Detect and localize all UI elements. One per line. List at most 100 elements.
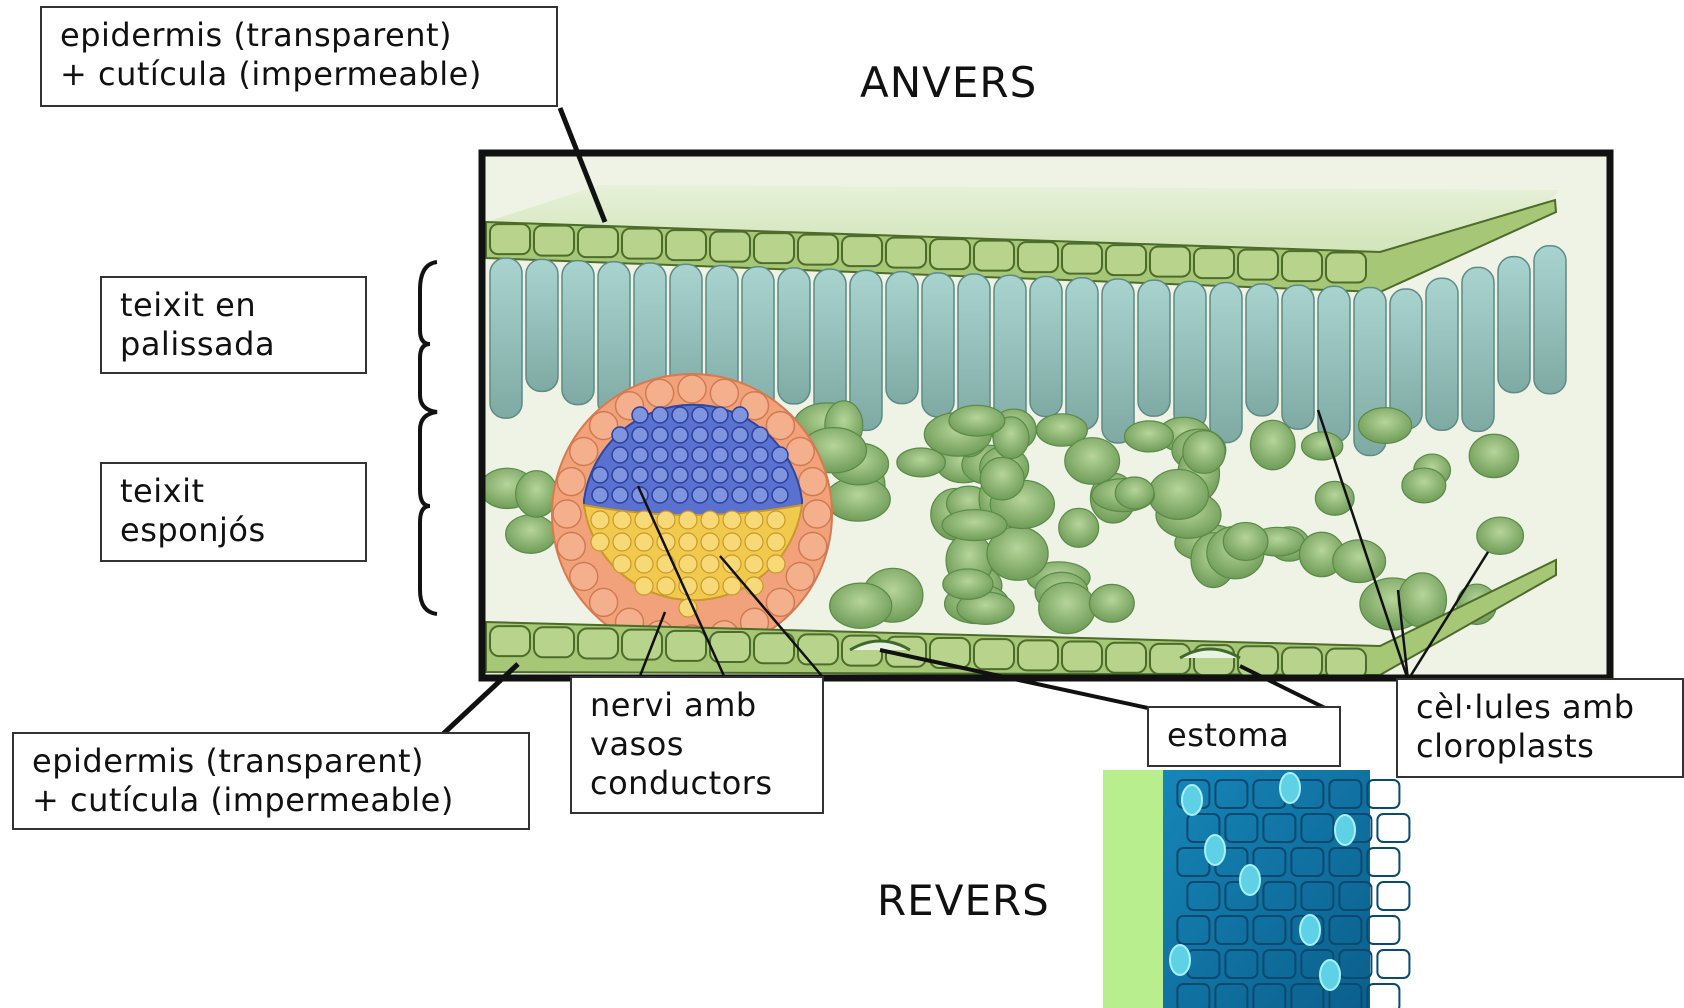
palisade-cell — [526, 259, 558, 391]
epidermis-cell — [1106, 245, 1146, 275]
phloem-cell — [745, 555, 763, 573]
palisade-cell — [1534, 246, 1566, 394]
spongy-cell — [942, 510, 1007, 541]
label-line: cloroplasts — [1416, 727, 1668, 766]
label-spongy-tissue: teixit esponjós — [100, 462, 367, 562]
xylem-cell — [592, 487, 608, 503]
xylem-cell — [652, 427, 668, 443]
phloem-cell — [635, 577, 653, 595]
xylem-cell — [692, 427, 708, 443]
spongy-cell — [1359, 408, 1412, 444]
epidermis-cell — [842, 236, 882, 266]
epidermis-cell — [1106, 643, 1146, 673]
phloem-cell — [745, 511, 763, 529]
epidermis-cell — [578, 227, 618, 257]
label-line: nervi amb — [590, 686, 808, 725]
spongy-cell — [1089, 584, 1134, 622]
epidermal-cell-outline — [1367, 984, 1399, 1008]
sheath-cell — [710, 379, 738, 407]
xylem-cell — [652, 447, 668, 463]
epidermis-cell — [666, 631, 706, 661]
sheath-cell — [570, 438, 598, 466]
epidermis-cell — [974, 639, 1014, 669]
phloem-cell — [701, 533, 719, 551]
spongy-cell — [506, 515, 556, 554]
epidermis-cell — [1062, 244, 1102, 274]
phloem-cell — [635, 555, 653, 573]
xylem-cell — [732, 487, 748, 503]
xylem-cell — [652, 467, 668, 483]
phloem-cell — [701, 555, 719, 573]
epidermis-cell — [1150, 247, 1190, 277]
stoma-guard-cell — [1182, 785, 1202, 815]
phloem-cell — [723, 511, 741, 529]
epidermis-cell — [1194, 248, 1234, 278]
phloem-cell — [591, 511, 609, 529]
epidermis-cell — [1238, 250, 1278, 280]
phloem-cell — [613, 555, 631, 573]
epidermis-cell — [754, 233, 794, 263]
micrograph-light-strip — [1103, 770, 1163, 1008]
sheath-cell — [570, 563, 598, 591]
palisade-cell — [1282, 285, 1314, 429]
label-line: epidermis (transparent) — [32, 742, 514, 781]
phloem-cell — [679, 555, 697, 573]
sheath-cell — [799, 468, 827, 496]
spongy-cell — [897, 448, 945, 477]
xylem-cell — [772, 447, 788, 463]
stoma-guard-cell — [1335, 815, 1355, 845]
phloem-cell — [723, 577, 741, 595]
title-anvers: ANVERS — [860, 58, 1037, 107]
label-stoma: estoma — [1147, 706, 1341, 767]
epidermis-cell — [534, 627, 574, 657]
xylem-cell — [652, 407, 668, 423]
spongy-cell — [1302, 432, 1343, 460]
epidermis-cell — [1282, 647, 1322, 677]
xylem-cell — [772, 467, 788, 483]
phloem-cell — [723, 533, 741, 551]
epidermis-cell — [622, 229, 662, 259]
epidermis-cell — [974, 241, 1014, 271]
sheath-cell — [786, 563, 814, 591]
epidermis-cell — [1326, 253, 1366, 283]
xylem-cell — [712, 407, 728, 423]
xylem-cell — [732, 427, 748, 443]
xylem-cell — [672, 407, 688, 423]
sheath-cell — [553, 500, 581, 528]
xylem-cell — [732, 447, 748, 463]
label-line: teixit — [120, 472, 351, 511]
xylem-cell — [612, 487, 628, 503]
label-line: + cutícula (impermeable) — [60, 55, 542, 94]
label-line: esponjós — [120, 511, 351, 550]
label-line: vasos — [590, 725, 808, 764]
spongy-cell — [1250, 420, 1295, 469]
palisade-cell — [1462, 267, 1494, 431]
label-line: cèl·lules amb — [1416, 688, 1668, 727]
xylem-cell — [752, 487, 768, 503]
phloem-cell — [745, 533, 763, 551]
label-line: conductors — [590, 764, 808, 803]
xylem-cell — [752, 447, 768, 463]
phloem-cell — [635, 533, 653, 551]
spongy-cell — [1477, 517, 1524, 554]
palisade-cell — [1174, 281, 1206, 429]
stoma-guard-cell — [1170, 945, 1190, 975]
xylem-cell — [732, 467, 748, 483]
palisade-cell — [1246, 284, 1278, 416]
tissue-bracket — [420, 262, 437, 614]
epidermis-cell — [1150, 644, 1190, 674]
stoma-guard-cell — [1205, 835, 1225, 865]
xylem-cell — [592, 467, 608, 483]
xylem-cell — [692, 407, 708, 423]
vascular-bundle — [552, 374, 832, 654]
stoma-guard-cell — [1280, 773, 1300, 803]
epidermis-cell — [1018, 242, 1058, 272]
sheath-cell — [557, 532, 585, 560]
epidermis-cell — [886, 238, 926, 268]
phloem-cell — [679, 511, 697, 529]
palisade-cell — [1498, 257, 1530, 393]
label-line: palissada — [120, 325, 351, 364]
epidermis-cell — [710, 232, 750, 262]
spongy-cell — [830, 583, 892, 628]
